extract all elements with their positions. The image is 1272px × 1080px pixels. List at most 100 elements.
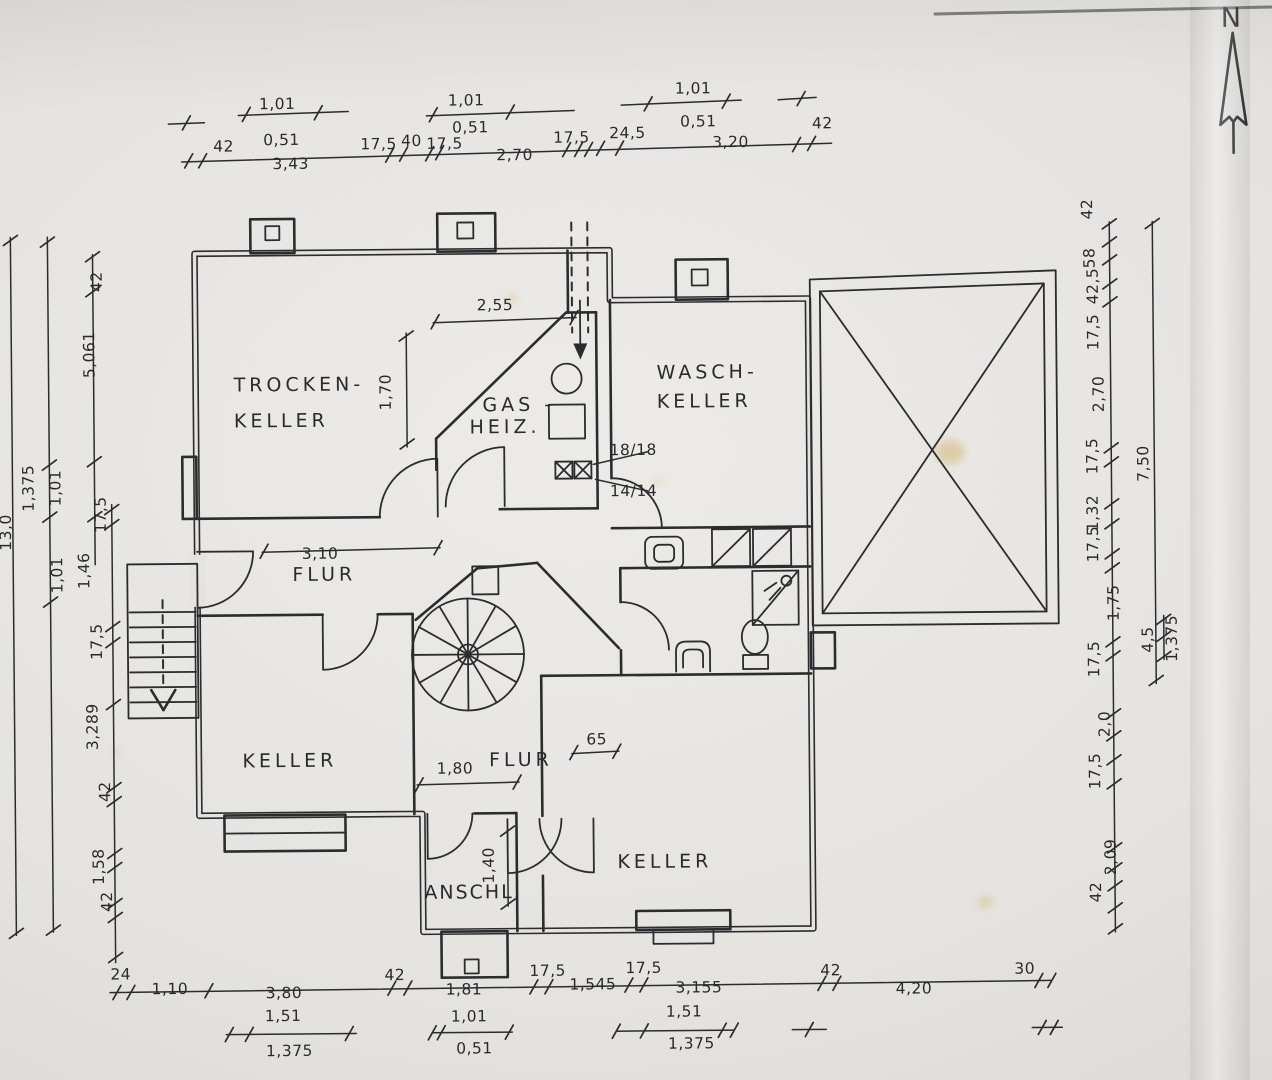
dimension-label: 30: [1014, 960, 1035, 978]
exterior-walls: [189, 246, 817, 936]
dimension-label: 42: [96, 781, 114, 802]
dimension-label: 17,5: [92, 496, 110, 533]
dimension-label: 17,5: [1083, 438, 1101, 475]
dimension-label: 1,46: [75, 552, 93, 589]
dimension-label: 5,061: [80, 331, 98, 378]
dimension-label: 1,01: [48, 557, 66, 594]
dimension-label: 0,51: [452, 118, 489, 136]
room-label-keller-sw: KELLER: [242, 750, 337, 773]
dimension-label: 42: [1078, 199, 1096, 220]
room-label-gasheiz-1: GAS -: [482, 394, 555, 417]
dimension-labels-left: 42 5,061 1,375 1,01 13,0 17,5 1,46 1,01 17,5 3,28…: [0, 271, 116, 912]
dimension-label: 65: [586, 730, 607, 748]
paper-edge: [933, 5, 1272, 16]
dimension-label: 42: [88, 271, 106, 292]
terrace-lightwell: [808, 269, 1060, 627]
paper-stains: [111, 294, 993, 908]
sink-icon: [644, 535, 685, 570]
dimension-label: 17,5: [426, 134, 463, 152]
boiler-and-flues: [547, 362, 649, 492]
dimension-label: 1,01: [451, 1007, 488, 1025]
dimension-label: 1,01: [448, 91, 485, 109]
dimension-label: 42: [812, 114, 833, 132]
exterior-staircase: [126, 562, 200, 720]
tank-icon: [547, 403, 587, 440]
dimension-label: 4,5: [1139, 626, 1157, 652]
dimension-lines: [9, 96, 1165, 1036]
dimension-label: 1,51: [666, 1002, 703, 1020]
dimension-label: 1,51: [265, 1007, 302, 1025]
dimension-label: 1,81: [446, 980, 483, 998]
dimension-label: 42: [820, 961, 841, 979]
room-label-anschl: ANSCHL.: [424, 881, 522, 904]
room-labels: TROCKEN- KELLER GAS - HEIZ. WASCH- KELLE…: [233, 361, 758, 904]
dimension-label: 1,80: [437, 759, 474, 777]
room-label-flur-lower: FLUR: [489, 749, 553, 772]
dimension-label: 17,5: [360, 135, 397, 153]
boiler-icon: [550, 362, 583, 395]
arrow-down-icon: [573, 343, 588, 360]
room-label-trockenkeller-1: TROCKEN-: [233, 373, 365, 396]
dimension-label: 1,40: [480, 847, 498, 884]
entrance-section-dashes: [570, 221, 590, 360]
dimension-label: 2,70: [1090, 376, 1108, 413]
spiral-staircase: [411, 597, 525, 712]
dimension-label: 1,70: [377, 374, 395, 411]
dimension-label: 18/18: [610, 441, 657, 459]
dimension-label: 13,0: [0, 514, 15, 551]
interior-walls: [195, 249, 813, 933]
dimension-label: 17,5: [1085, 641, 1103, 678]
dimension-label: 1,375: [1163, 615, 1181, 662]
dimension-label: 1,32: [1084, 495, 1102, 532]
dimension-label: 1,375: [19, 465, 37, 512]
dimension-label: 0,51: [680, 112, 717, 130]
chimney-window-bumps: [180, 211, 837, 980]
dimension-label: 3,10: [302, 545, 339, 563]
dimension-label: 2,09: [1102, 839, 1120, 876]
north-label: N: [1221, 3, 1242, 34]
dimension-label: 1,10: [152, 980, 189, 998]
dimension-label: 1,545: [569, 975, 616, 993]
room-label-gasheiz-2: HEIZ.: [469, 416, 540, 439]
dimension-label: 2,55: [477, 296, 514, 314]
washbasin-icon: [675, 640, 712, 673]
dimension-label: 1,01: [46, 470, 64, 507]
dimension-label: 1,375: [266, 1042, 313, 1060]
dimension-label: 7,50: [1134, 445, 1152, 482]
room-label-keller-se: KELLER: [617, 850, 712, 873]
door-arcs: [196, 446, 670, 875]
dimension-label: 3,80: [266, 984, 303, 1002]
dimension-label: 40: [401, 132, 422, 150]
dimension-label: 42: [213, 137, 234, 155]
dimension-label: 0,51: [263, 131, 300, 149]
dimension-label: 17,5: [553, 128, 590, 146]
dimension-label: 3,289: [83, 703, 101, 750]
bathroom-fixtures: [644, 527, 800, 673]
north-arrow: [1219, 31, 1248, 155]
dimension-label: 42: [98, 891, 116, 912]
dimension-label: 3,43: [272, 155, 309, 173]
dimension-label: 1,75: [1104, 584, 1122, 621]
dimension-label: 17,5: [1086, 753, 1104, 790]
dimension-label: 17,5: [88, 623, 106, 660]
dimension-label: 1,58: [90, 848, 108, 885]
dimension-label: 17,5: [1084, 526, 1102, 563]
dimension-label: 42: [1087, 882, 1105, 903]
room-label-trockenkeller-2: KELLER: [234, 410, 329, 433]
dimension-label: 1,01: [259, 95, 296, 113]
dimension-label: 3,155: [675, 978, 722, 996]
room-label-flur-upper: FLUR: [292, 563, 356, 586]
dimension-label: 42,5: [1084, 268, 1102, 305]
shower-icon: [751, 569, 800, 626]
toilet-icon: [740, 619, 769, 655]
dimension-label: 1,375: [668, 1034, 715, 1052]
dimension-label: 1,01: [675, 79, 712, 97]
dimension-label: 58: [1080, 248, 1098, 269]
dimension-label: 24: [110, 965, 131, 983]
dimension-label: 4,20: [896, 979, 933, 997]
dimension-label: 14/14: [610, 482, 657, 500]
